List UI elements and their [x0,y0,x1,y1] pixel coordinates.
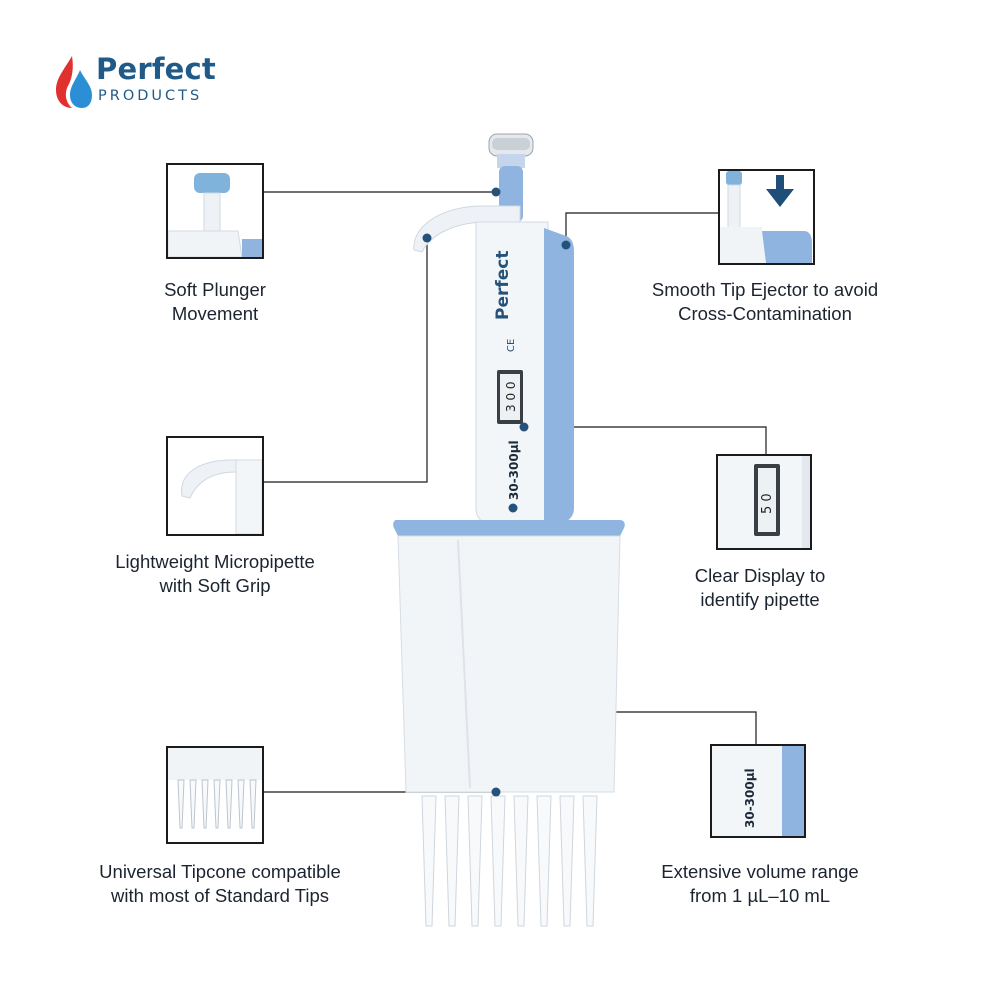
grip-thumbnail [166,436,264,536]
display-caption-line1: Clear Display to [694,565,826,586]
range-caption-line1: Extensive volume range [661,861,859,882]
plunger-closeup-icon [168,173,262,257]
tip [421,795,437,927]
range-caption-line2: from 1 µL–10 mL [689,885,831,906]
tipcone-caption-line2: with most of Standard Tips [111,885,329,906]
pipette-tips [421,795,598,927]
grip-caption-line2: with Soft Grip [159,575,271,596]
volume-display-window [500,374,520,420]
plunger-collar [497,154,525,168]
grip-connector [264,238,428,483]
plunger-caption-line2: Movement [171,303,259,324]
ejector-thumbnail [718,169,815,265]
ejector-caption: Smooth Tip Ejector to avoid Cross-Contam… [620,278,910,326]
plunger-caption: Soft Plunger Movement [120,278,310,326]
ejector-caption-line1: Smooth Tip Ejector to avoid [651,279,879,300]
grip-caption-line1: Lightweight Micropipette [115,551,315,572]
ejector-connector [565,212,718,245]
manifold-body [397,535,621,793]
ce-mark: CE [506,339,517,352]
tipcone-thumbnail [166,746,264,844]
flame-drop-icon [56,56,92,108]
manifold-rim [393,520,625,536]
tip [536,795,552,927]
plunger-dot [491,187,501,197]
tipcone-caption: Universal Tipcone compatible with most o… [70,860,370,908]
ejector-side [544,228,574,524]
tip [490,795,506,927]
display-connector [524,426,767,454]
plunger-cap-ring [492,138,530,150]
volume-label: 30-300µl [507,440,521,500]
range-dot [508,503,518,513]
grip-dot [422,233,432,243]
brand-name: Perfect [96,52,216,86]
tip [582,795,598,927]
pipette-illustration: Perfect CE 3 0 0 30-300µl [393,133,625,927]
arrow-down-icon [766,175,794,207]
display-caption-line2: identify pipette [700,589,820,610]
tipcone-dot [491,787,501,797]
display-closeup: 5 0 [718,456,810,548]
ejector-caption-line2: Cross-Contamination [678,303,852,324]
display-value: 3 0 0 [504,381,518,412]
range-caption: Extensive volume range from 1 µL–10 mL [640,860,880,908]
ejector-closeup [720,171,812,263]
tip [467,795,483,927]
finger-hook [413,205,521,253]
range-closeup: 30-300µl [712,746,804,836]
hook-closeup-icon [181,459,262,534]
plunger-caption-line1: Soft Plunger [164,279,266,300]
display-caption: Clear Display to identify pipette [660,564,860,612]
grip-caption: Lightweight Micropipette with Soft Grip [90,550,340,598]
plunger-thumbnail [166,163,264,259]
tip [444,795,460,927]
range-closeup-label: 30-300µl [743,768,757,828]
tipcone-caption-line1: Universal Tipcone compatible [99,861,341,882]
tip [559,795,575,927]
tips-closeup-icon [168,748,262,829]
range-thumbnail: 30-300µl [710,744,806,838]
manifold-edge [457,539,471,789]
display-closeup-value: 5 0 [760,493,775,514]
tip [513,795,529,927]
display-dot [519,422,529,432]
brand-tagline: PRODUCTS [98,88,203,104]
handle-brand: Perfect [493,250,513,320]
ejector-dot [561,240,571,250]
display-thumbnail: 5 0 [716,454,812,550]
